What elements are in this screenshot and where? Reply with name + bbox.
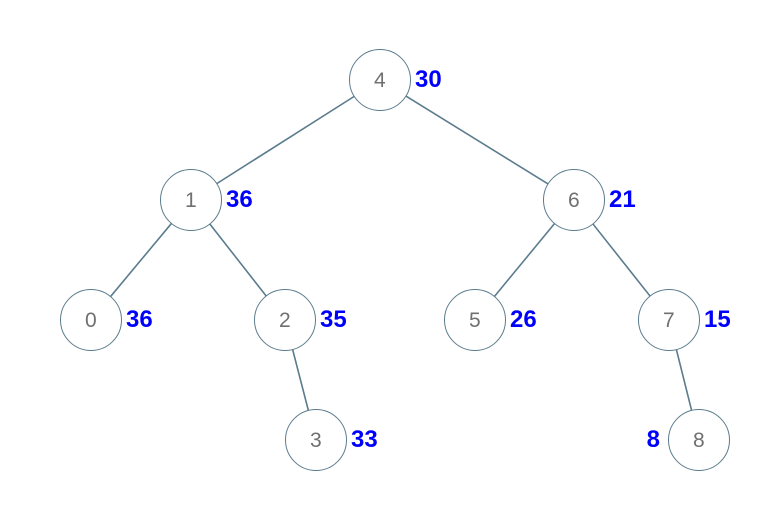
tree-node-weight-8: 8 [646, 426, 660, 453]
tree-node-weight-4: 30 [415, 66, 442, 93]
tree-edge-6-7 [592, 223, 651, 297]
tree-node-weight-6: 21 [609, 186, 636, 213]
tree-node-weight-1: 36 [226, 186, 253, 213]
tree-node-7[interactable]: 7 [638, 289, 700, 351]
tree-node-weight-5: 26 [510, 306, 537, 333]
tree-node-weight-3: 33 [351, 426, 378, 453]
tree-node-weight-0: 36 [126, 306, 153, 333]
tree-edge-6-5 [493, 223, 556, 297]
tree-node-4[interactable]: 4 [349, 49, 411, 111]
tree-node-label: 5 [469, 308, 481, 332]
tree-node-label: 2 [279, 308, 291, 332]
tree-node-label: 7 [663, 308, 675, 332]
tree-edge-4-1 [216, 95, 355, 185]
tree-edge-1-2 [209, 223, 267, 297]
tree-node-label: 1 [185, 188, 197, 212]
tree-node-0[interactable]: 0 [60, 289, 122, 351]
tree-node-label: 4 [374, 68, 386, 92]
tree-edge-7-8 [675, 349, 693, 411]
tree-node-6[interactable]: 6 [543, 169, 605, 231]
tree-node-1[interactable]: 1 [160, 169, 222, 231]
tree-node-label: 6 [568, 188, 580, 212]
tree-node-weight-7: 15 [704, 306, 731, 333]
tree-node-label: 0 [85, 308, 97, 332]
tree-node-weight-2: 35 [320, 306, 347, 333]
tree-node-2[interactable]: 2 [254, 289, 316, 351]
tree-edge-4-6 [405, 95, 549, 185]
tree-node-3[interactable]: 3 [285, 409, 347, 471]
tree-edge-1-0 [110, 223, 172, 297]
tree-node-label: 8 [693, 428, 705, 452]
tree-node-8[interactable]: 8 [668, 409, 730, 471]
tree-edge-2-3 [291, 349, 310, 411]
tree-node-5[interactable]: 5 [444, 289, 506, 351]
tree-node-label: 3 [310, 428, 322, 452]
